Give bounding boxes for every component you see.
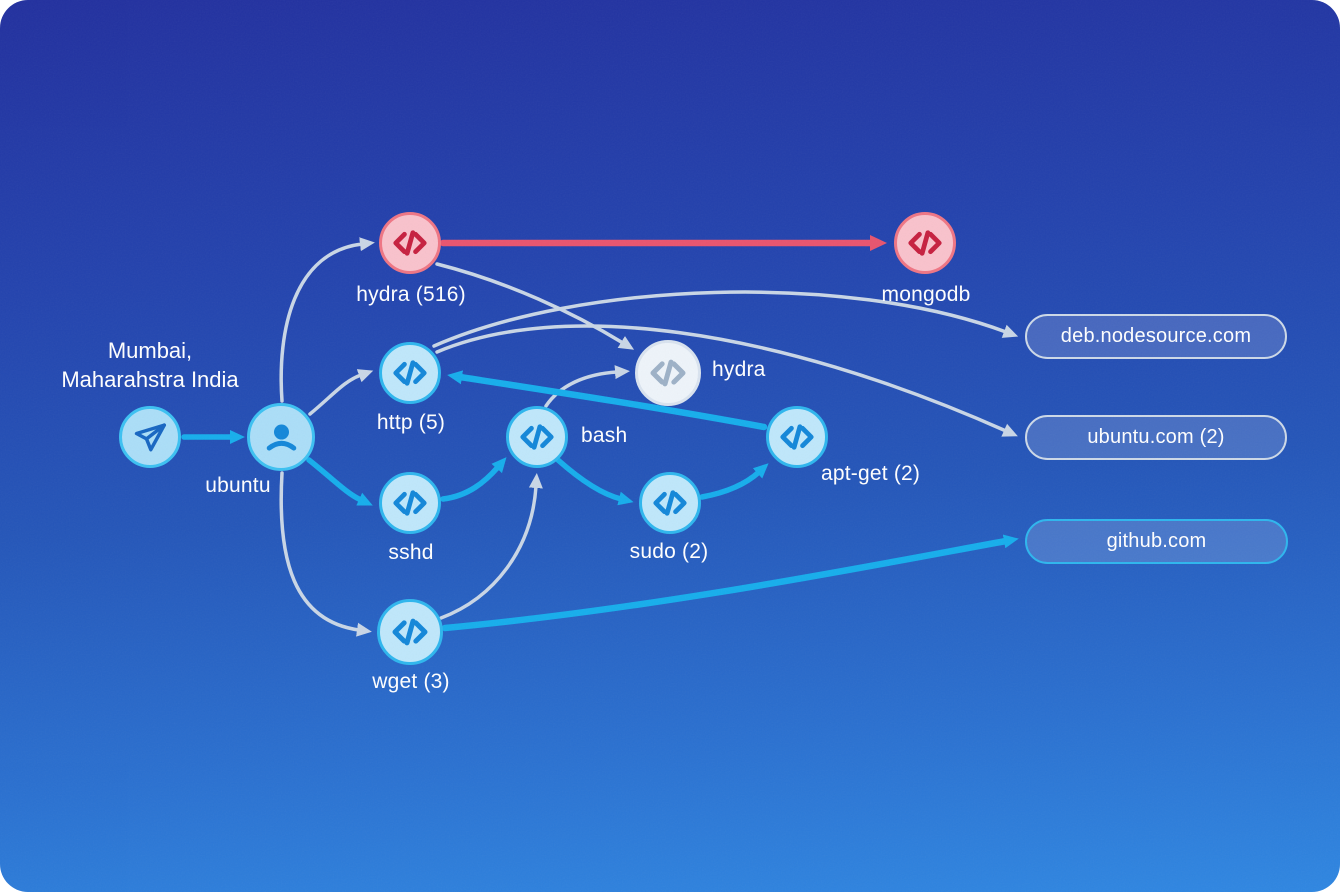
geo-location-line2: Maharahstra India bbox=[61, 367, 239, 393]
node-ubuntu[interactable] bbox=[247, 403, 315, 471]
node-label-http: http (5) bbox=[376, 411, 446, 434]
node-bash[interactable] bbox=[506, 406, 568, 468]
code-icon bbox=[393, 490, 427, 516]
domain-pill-ubuntu-com[interactable]: ubuntu.com (2) bbox=[1025, 415, 1287, 460]
node-sshd[interactable] bbox=[379, 472, 441, 534]
code-icon bbox=[393, 230, 427, 256]
code-icon bbox=[908, 230, 942, 256]
node-mongodb[interactable] bbox=[894, 212, 956, 274]
node-label-sshd: sshd bbox=[388, 541, 434, 564]
user-icon bbox=[266, 424, 296, 451]
node-label-ubuntu: ubuntu bbox=[205, 474, 271, 497]
node-label-mongodb: mongodb bbox=[881, 283, 971, 306]
code-icon bbox=[520, 424, 554, 450]
node-http[interactable] bbox=[379, 342, 441, 404]
node-apt-get[interactable] bbox=[766, 406, 828, 468]
node-label-wget: wget (3) bbox=[372, 670, 450, 693]
geo-location-line1: Mumbai, bbox=[107, 338, 193, 363]
node-hydra-516[interactable] bbox=[379, 212, 441, 274]
node-hydra[interactable] bbox=[635, 340, 701, 406]
node-label-apt-get: apt-get (2) bbox=[821, 462, 921, 485]
node-label-bash: bash bbox=[581, 424, 628, 447]
node-label-hydra: hydra bbox=[712, 358, 766, 381]
geo-location-label: Mumbai, Maharahstra India bbox=[30, 336, 270, 394]
node-label-sudo: sudo (2) bbox=[629, 540, 709, 563]
domain-pill-deb-nodesource[interactable]: deb.nodesource.com bbox=[1025, 314, 1287, 359]
code-icon bbox=[650, 359, 686, 387]
send-icon bbox=[134, 423, 166, 452]
code-icon bbox=[393, 360, 427, 386]
code-icon bbox=[392, 618, 428, 646]
node-location[interactable] bbox=[119, 406, 181, 468]
node-label-hydra-516: hydra (516) bbox=[356, 283, 466, 306]
code-icon bbox=[653, 490, 687, 516]
node-sudo[interactable] bbox=[639, 472, 701, 534]
domain-pill-github-com[interactable]: github.com bbox=[1025, 519, 1288, 564]
node-wget[interactable] bbox=[377, 599, 443, 665]
code-icon bbox=[780, 424, 814, 450]
